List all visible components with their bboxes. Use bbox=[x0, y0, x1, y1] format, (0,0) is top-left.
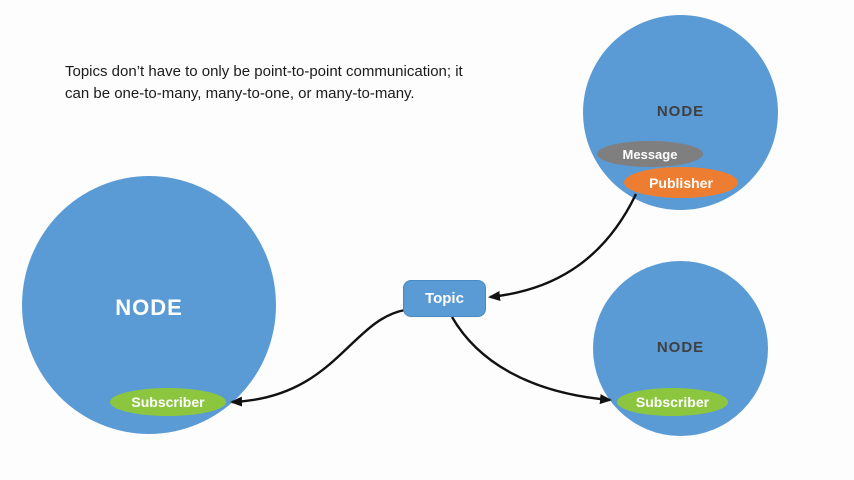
description-text: Topics don’t have to only be point-to-po… bbox=[65, 61, 463, 105]
description-line-1: Topics don’t have to only be point-to-po… bbox=[65, 63, 463, 80]
arrow-publisher-to-topic bbox=[488, 193, 638, 301]
bottom-right-subscriber-ellipse: Subscriber bbox=[617, 388, 728, 416]
top-right-node-label: NODE bbox=[656, 103, 705, 120]
arrow-topic-to-bottom-right-subscriber bbox=[450, 316, 612, 405]
left-subscriber-ellipse: Subscriber bbox=[110, 388, 226, 416]
topic-box: Topic bbox=[403, 280, 486, 317]
description-line-2: can be one-to-many, many-to-one, or many… bbox=[65, 85, 415, 102]
message-ellipse: Message bbox=[597, 141, 703, 167]
left-node-label: NODE bbox=[115, 295, 183, 320]
bottom-right-node-label: NODE bbox=[656, 339, 705, 356]
publisher-ellipse: Publisher bbox=[624, 167, 738, 198]
